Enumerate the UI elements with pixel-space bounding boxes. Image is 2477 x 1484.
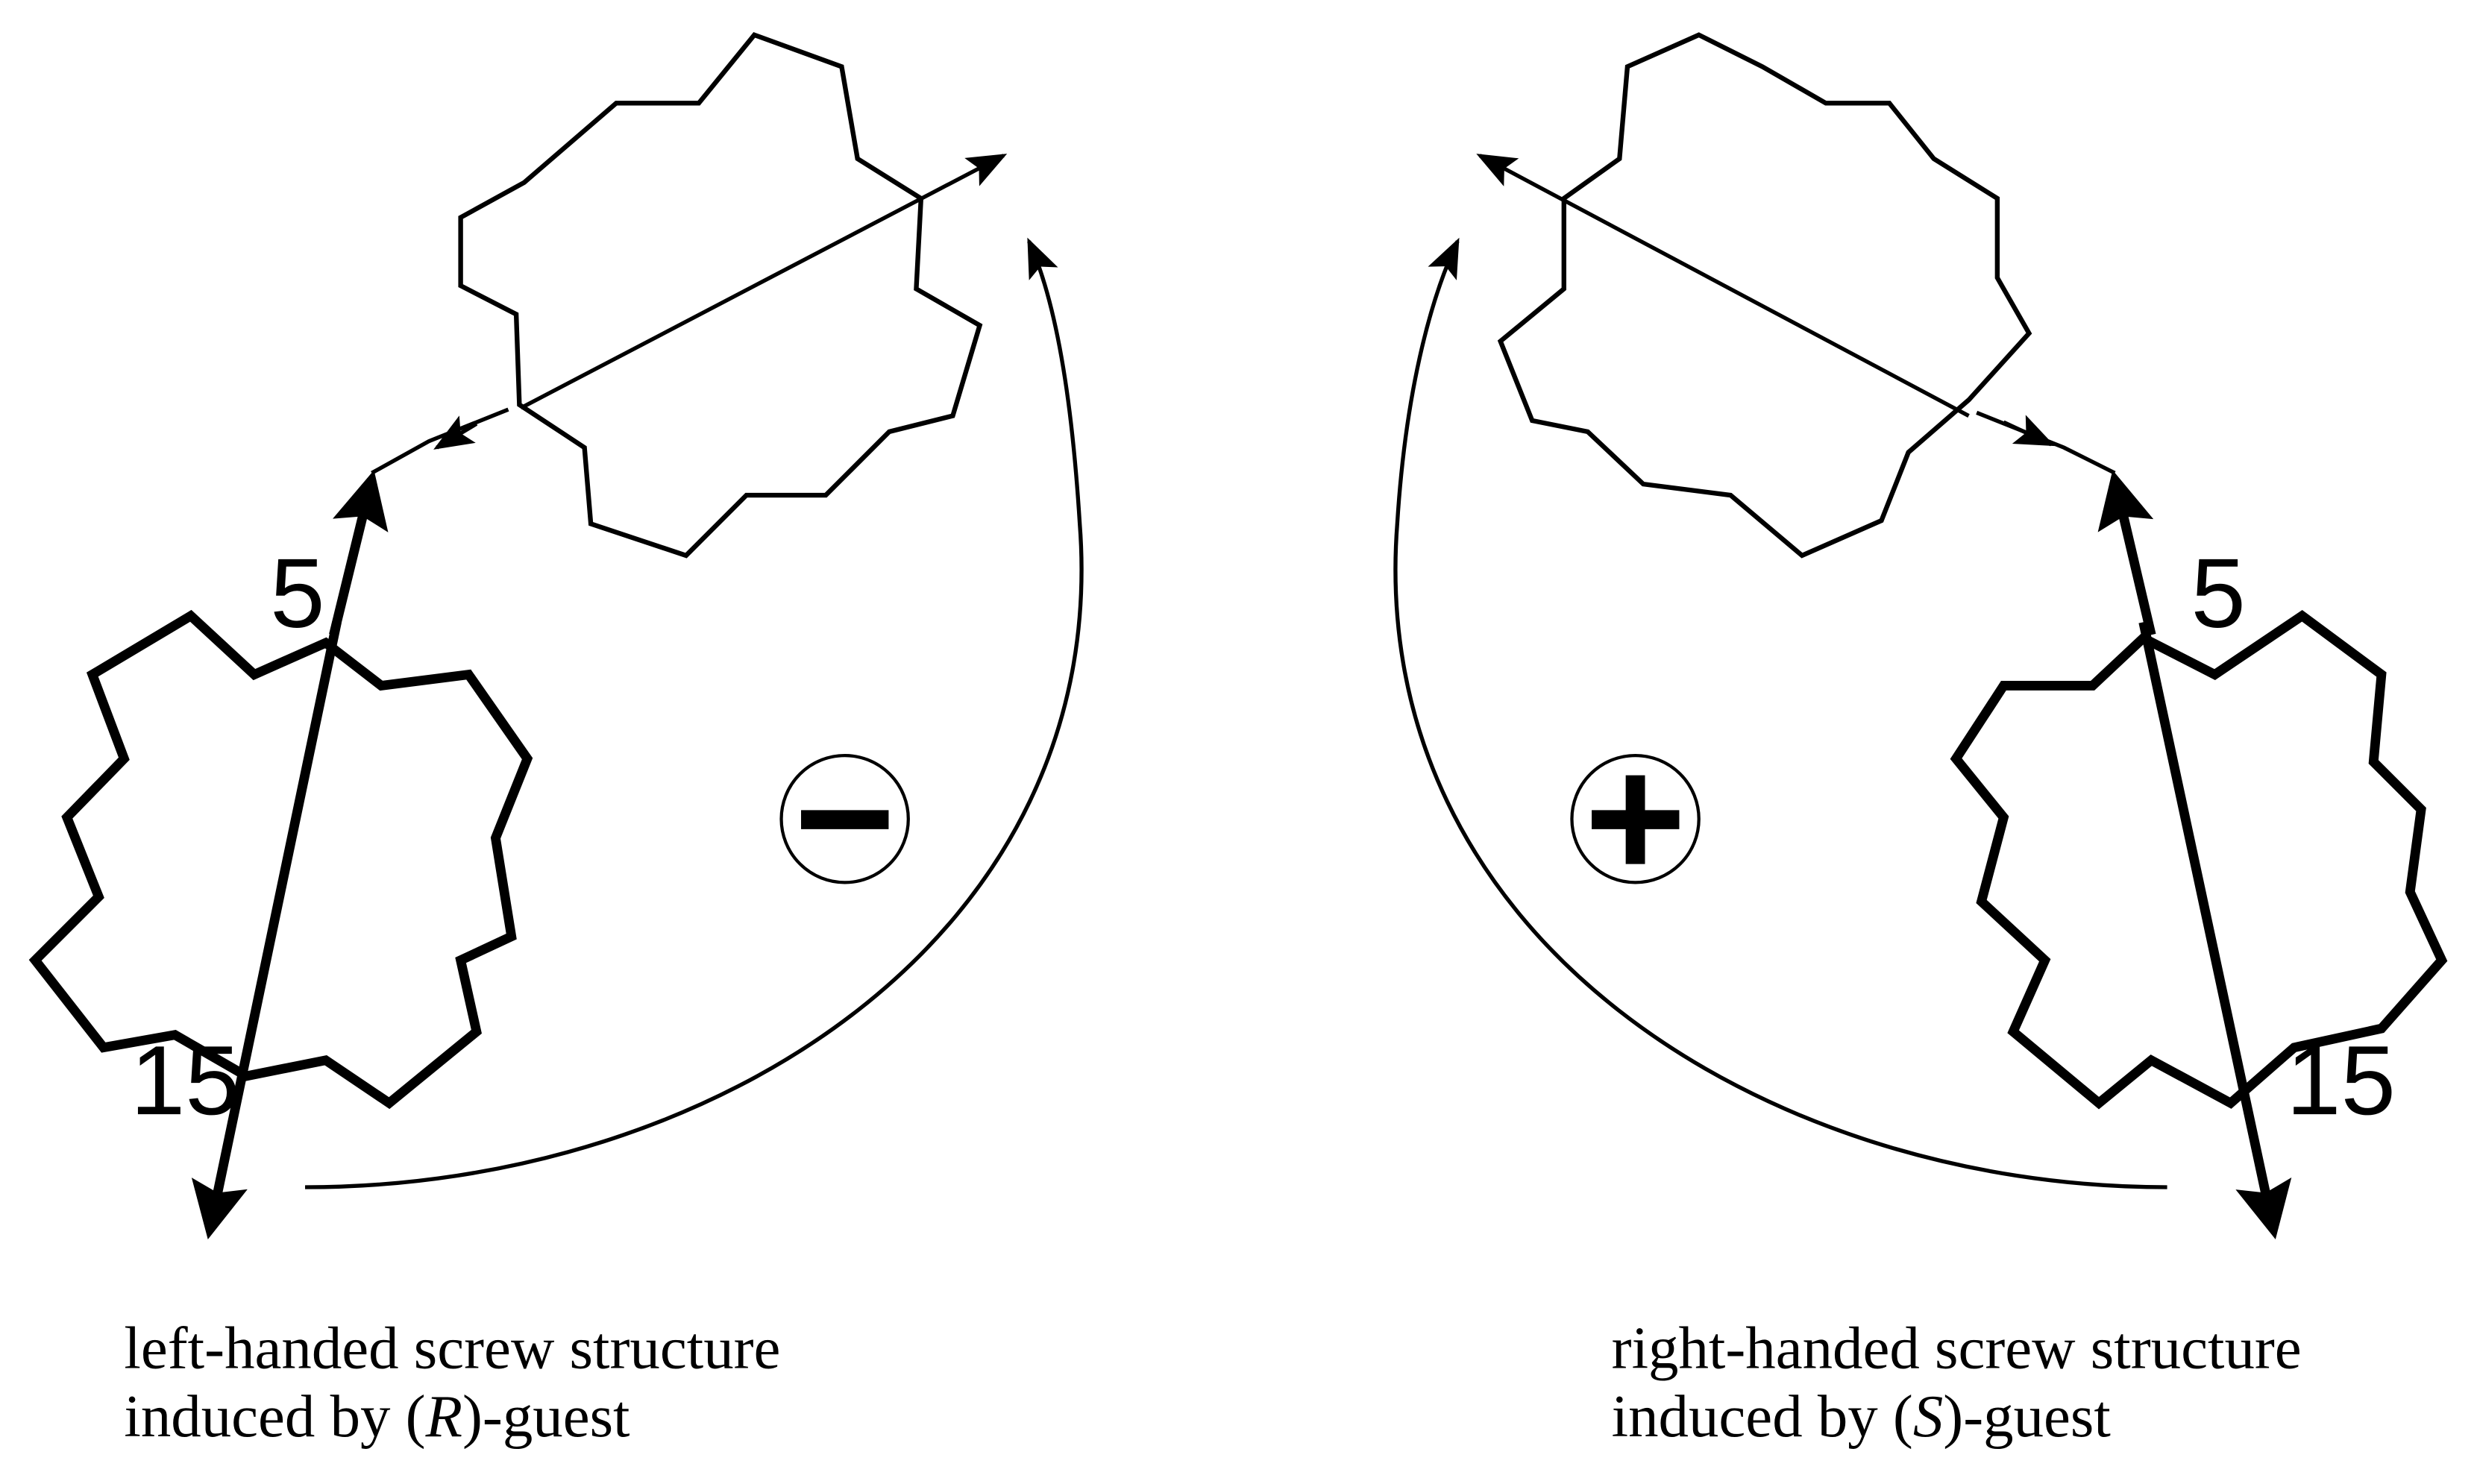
right-sign-circle [1570,753,1701,884]
right-caption-guest: S [1913,1383,1943,1450]
left-caption-line2: induced by (R)-guest [124,1383,630,1450]
right-rotation-arc [1393,237,2167,1189]
right-host-dipole-arrow [1476,154,1970,418]
left-caption-pre: induced by ( [124,1383,425,1450]
left-connector-arrow-tip [433,415,478,450]
left-caption-line1: left-handed screw structure [124,1315,780,1382]
left-label-5: 5 [270,538,324,648]
left-guest-dipole-arrow [191,621,342,1239]
right-connector-arrow-tip [2003,415,2056,447]
left-guest-arrow-up [329,470,389,636]
right-panel: 5 15 + right-handed screw structure indu… [1393,32,2448,1450]
right-lower-molecule [1950,609,2448,1110]
right-caption-post: )-guest [1943,1383,2111,1450]
right-caption-pre: induced by ( [1612,1383,1913,1450]
left-minus-sign: − [794,720,896,915]
right-guest-arrow-up [2097,470,2156,636]
left-caption-post: )-guest [462,1383,630,1450]
right-caption-line2: induced by (S)-guest [1612,1383,2111,1450]
right-label-5: 5 [2191,538,2246,648]
left-host-dipole-arrow [520,154,1008,410]
left-upper-molecule [458,32,983,559]
right-guest-dipole-arrow [2138,620,2292,1239]
left-caption-guest: R [425,1383,462,1450]
left-sign-circle [779,753,910,884]
right-caption-line1: right-handed screw structure [1612,1315,2302,1382]
right-upper-molecule [1497,32,2032,559]
right-plus-sign: + [1584,720,1686,915]
left-rotation-arc [305,237,1084,1189]
right-label-15: 15 [2286,1025,2396,1135]
left-label-15: 15 [131,1025,240,1135]
left-connector-arrow [371,407,509,475]
left-panel: 5 15 − left-handed screw structure induc… [28,32,1084,1450]
left-lower-molecule [28,609,533,1110]
